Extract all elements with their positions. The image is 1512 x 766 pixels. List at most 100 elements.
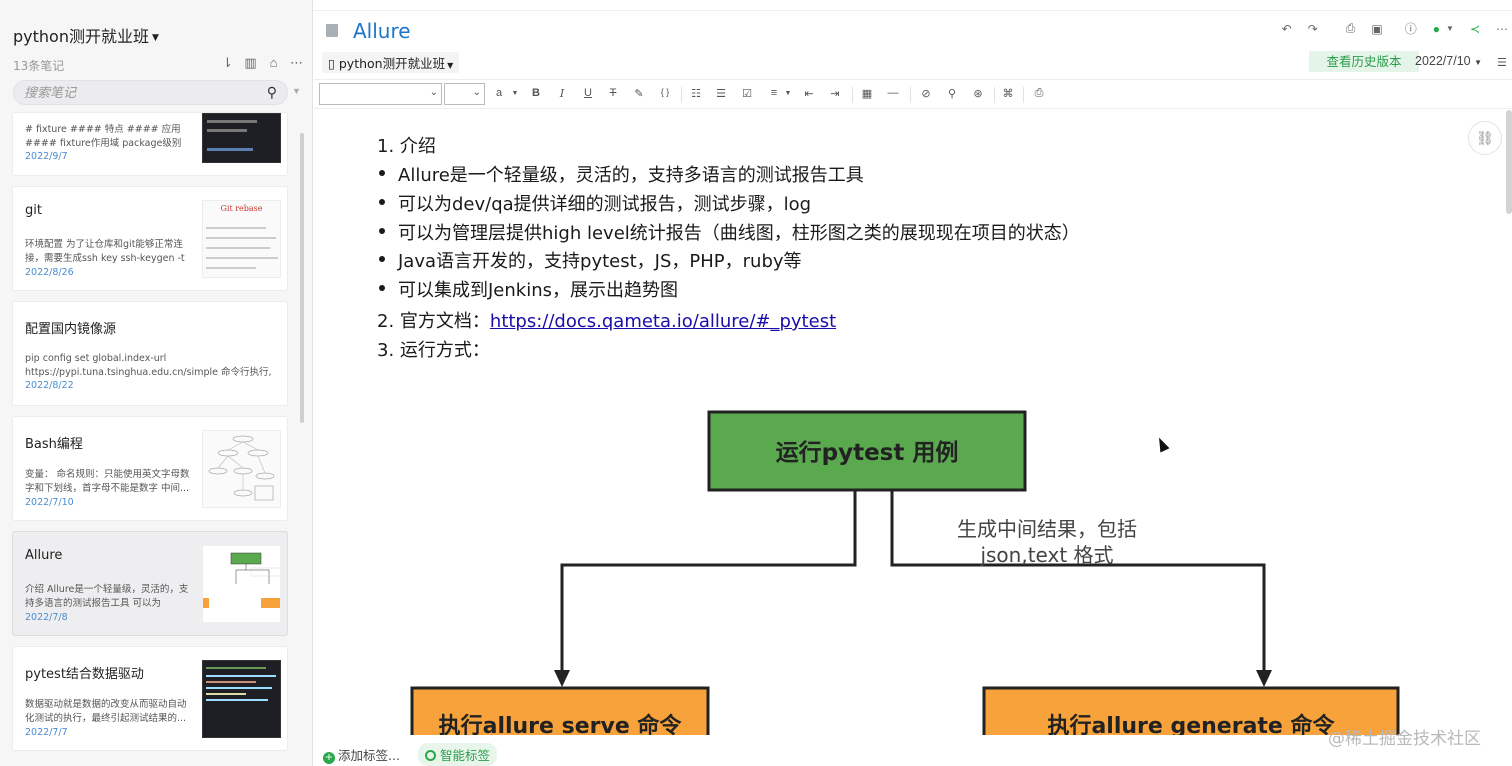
underline-icon[interactable]: U [584,87,592,99]
link-icon[interactable]: ⛓ [1468,121,1502,155]
flow-edge-left [560,490,857,673]
top-divider [0,10,1512,11]
indent-icon[interactable]: ⇥ [830,88,840,100]
list-item-text: 可以集成到Jenkins，展示出趋势图 [398,280,679,301]
date-selector[interactable]: 2022/7/10 ▼ [1415,54,1482,68]
font-color-button[interactable]: a [495,87,503,99]
note-thumbnail [202,113,281,163]
arrowhead-right [1256,670,1272,687]
note-date: 2022/7/8 [25,612,68,623]
note-card[interactable]: # fixture #### 特点 #### 应用 #### fixture作用… [12,112,288,176]
share-icon[interactable]: ≺ [1469,21,1480,36]
note-title-field[interactable]: Allure [353,19,411,43]
more-icon[interactable]: ⋯ [1496,21,1508,36]
bold-icon[interactable]: B [532,87,540,99]
chevron-down-icon: ⌄ [429,87,438,98]
lock-icon[interactable]: ⌂ [269,55,278,70]
collaborator-icon[interactable]: ● [1432,21,1441,36]
checklist-icon[interactable]: ☑ [742,88,752,100]
history-version-button[interactable]: 查看历史版本 [1309,51,1419,72]
add-tag-button[interactable]: +添加标签... [323,745,400,764]
caret-down-icon: ▼ [1474,58,1483,67]
note-card-active[interactable]: Allure 介绍 Allure是一个轻量级，灵活的，支持多语言的测试报告工具 … [12,531,288,636]
chevron-down-icon[interactable]: ▼ [292,86,301,96]
bullet-dot [379,170,385,176]
caret-down-icon[interactable]: ▼ [784,90,792,97]
present-icon[interactable]: ▣ [1371,21,1383,36]
search-input[interactable] [24,84,254,102]
note-date: 2022/7/7 [25,727,68,738]
print-icon[interactable]: ⎙ [1345,21,1356,35]
watermark: @稀土掘金技术社区 [1328,729,1481,749]
chevron-down-icon: ⌄ [472,87,481,98]
editor-pane: Allure ↶ ↷ ⎙ ▣ ⓘ ● ▼ ≺ ⋯ ▯ python测开就业班▼ … [314,0,1512,766]
code-inline-icon[interactable]: { } [660,87,670,97]
horizontal-rule-icon[interactable]: — [887,87,899,99]
note-count: 13条笔记 [13,59,65,73]
diagram-thumb-graphic [208,435,275,501]
note-thumbnail [202,660,281,738]
note-card[interactable]: 配置国内镜像源 pip config set global.index-url … [12,301,288,406]
attachment-icon[interactable]: ⊘ [921,88,931,100]
arrowhead-left [554,670,570,687]
notebook-icon: ▯ [328,56,335,71]
list-item-text: 可以为dev/qa提供详细的测试报告，测试步骤，log [398,194,812,215]
shortcut-icon[interactable]: ⌘ [1002,88,1014,100]
template-icon[interactable]: ⊛ [973,88,983,100]
align-icon[interactable]: ≡ [770,87,778,99]
toolbar-divider [994,87,995,103]
format-painter-icon[interactable]: ⎙ [1034,87,1044,99]
smart-tag-label: 智能标签 [440,748,491,763]
bullet-list-icon[interactable]: ☷ [691,88,701,100]
list-item-text: 1. 介绍 [377,136,436,157]
toolbar-divider [1023,87,1024,103]
notebook-selector[interactable]: ▯ python测开就业班▼ [322,52,460,73]
redo-icon[interactable]: ↷ [1307,21,1318,36]
note-thumbnail: Git rebase [202,200,281,278]
note-snippet: pip config set global.index-url https://… [25,353,272,378]
sidebar-tools: ⇂ ▥ ⌂ ⋯ [220,55,304,71]
font-size-select[interactable]: ⌄ [444,83,485,105]
bullet-dot [379,285,385,291]
outline-icon[interactable]: ☰ [1497,57,1507,69]
docs-link[interactable]: https://docs.qameta.io/allure/#_pytest [489,311,837,332]
image-icon[interactable]: ⚲ [947,88,957,100]
sort-icon[interactable]: ⇂ [222,55,233,70]
undo-icon[interactable]: ↶ [1281,21,1292,36]
smart-tag-button[interactable]: 智能标签 [418,743,498,766]
flowchart-image: 运行pytest 用例 生成中间结果，包括 json,text 格式 执行all… [410,410,1400,735]
chevron-down-icon[interactable]: ▼ [1446,24,1454,33]
flow-box-allure-generate-label: 执行allure generate 命令 [1047,713,1335,735]
note-card[interactable]: Bash编程 变量： 命名规则：只能使用英文字母数字和下划线，首字母不能是数字 … [12,416,288,521]
font-family-select[interactable]: ⌄ [319,83,442,105]
italic-icon[interactable]: I [559,87,565,100]
numbered-list-icon[interactable]: ☰ [716,88,726,100]
date-label: 2022/7/10 [1415,54,1471,68]
editor-scrollbar[interactable] [1506,110,1512,214]
table-icon[interactable]: ▦ [861,88,873,100]
search-box: ⚲ [13,80,288,105]
flow-box-run-pytest-label: 运行pytest 用例 [776,439,959,466]
docs-label: 2. 官方文档： [377,311,490,332]
strikethrough-icon[interactable]: T [609,87,617,99]
note-card[interactable]: pytest结合数据驱动 数据驱动就是数据的改变从而驱动自动化测试的执行，最终引… [12,646,288,751]
document-icon [326,24,338,37]
note-card[interactable]: git 环境配置 为了让仓库和git能够正常连接，需要生成ssh key ssh… [12,186,288,291]
flow-edge-label-1: 生成中间结果，包括 [957,517,1137,541]
bullet-dot [379,228,385,234]
sidebar-scrollbar[interactable] [300,133,304,423]
notebook-title[interactable]: python测开就业班▼ [13,23,159,47]
more-icon[interactable]: ⋯ [290,55,303,70]
info-icon[interactable]: ⓘ [1404,22,1417,36]
search-icon[interactable]: ⚲ [266,84,277,100]
caret-down-icon[interactable]: ▼ [511,90,519,97]
layout-icon[interactable]: ▥ [244,55,257,70]
note-list-sidebar: python测开就业班▼ 13条笔记 ⇂ ▥ ⌂ ⋯ ⚲ ▼ # fixture… [0,0,313,766]
flow-box-allure-generate [982,686,1400,735]
list-item-text: 可以为管理层提供high level统计报告（曲线图，柱形图之类的展现现在项目的… [398,223,1080,244]
outdent-icon[interactable]: ⇤ [804,88,814,100]
note-snippet: # fixture #### 特点 #### 应用 #### fixture作用… [25,124,182,149]
notebook-title-label: python测开就业班 [13,27,149,46]
highlight-icon[interactable]: ✎ [634,88,644,100]
